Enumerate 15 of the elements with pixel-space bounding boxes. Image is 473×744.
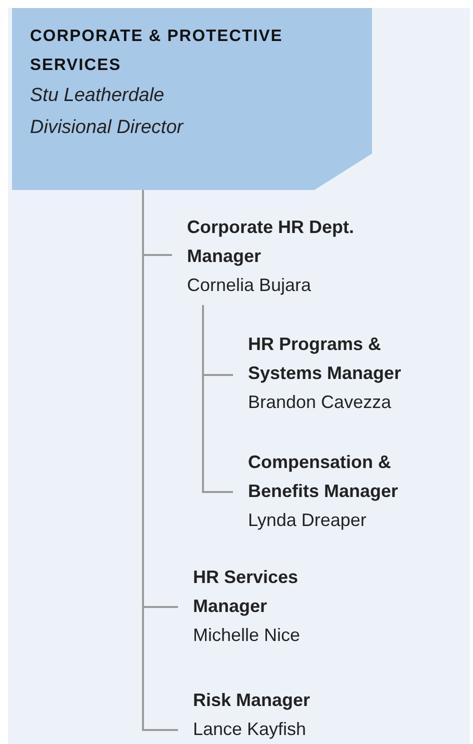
person-name: Cornelia Bujara [187, 274, 312, 297]
division-name: CORPORATE & PROTECTIVE SERVICES [30, 26, 284, 76]
job-title: HR Programs & Systems Manager [248, 333, 402, 385]
person-name: Michelle Nice [193, 624, 300, 647]
director-title: Divisional Director [30, 116, 184, 140]
person-name: Brandon Cavezza [248, 391, 392, 414]
person-name: Lance Kayfish [193, 718, 306, 741]
job-title: Risk Manager [193, 689, 310, 712]
director-name: Stu Leatherdale [30, 84, 164, 108]
division-header-box [12, 8, 372, 190]
job-title: Corporate HR Dept. Manager [187, 216, 356, 268]
person-name: Lynda Dreaper [248, 509, 366, 532]
connector-line [202, 305, 233, 493]
job-title: HR Services Manager [193, 566, 300, 618]
job-title: Compensation & Benefits Manager [248, 451, 400, 503]
